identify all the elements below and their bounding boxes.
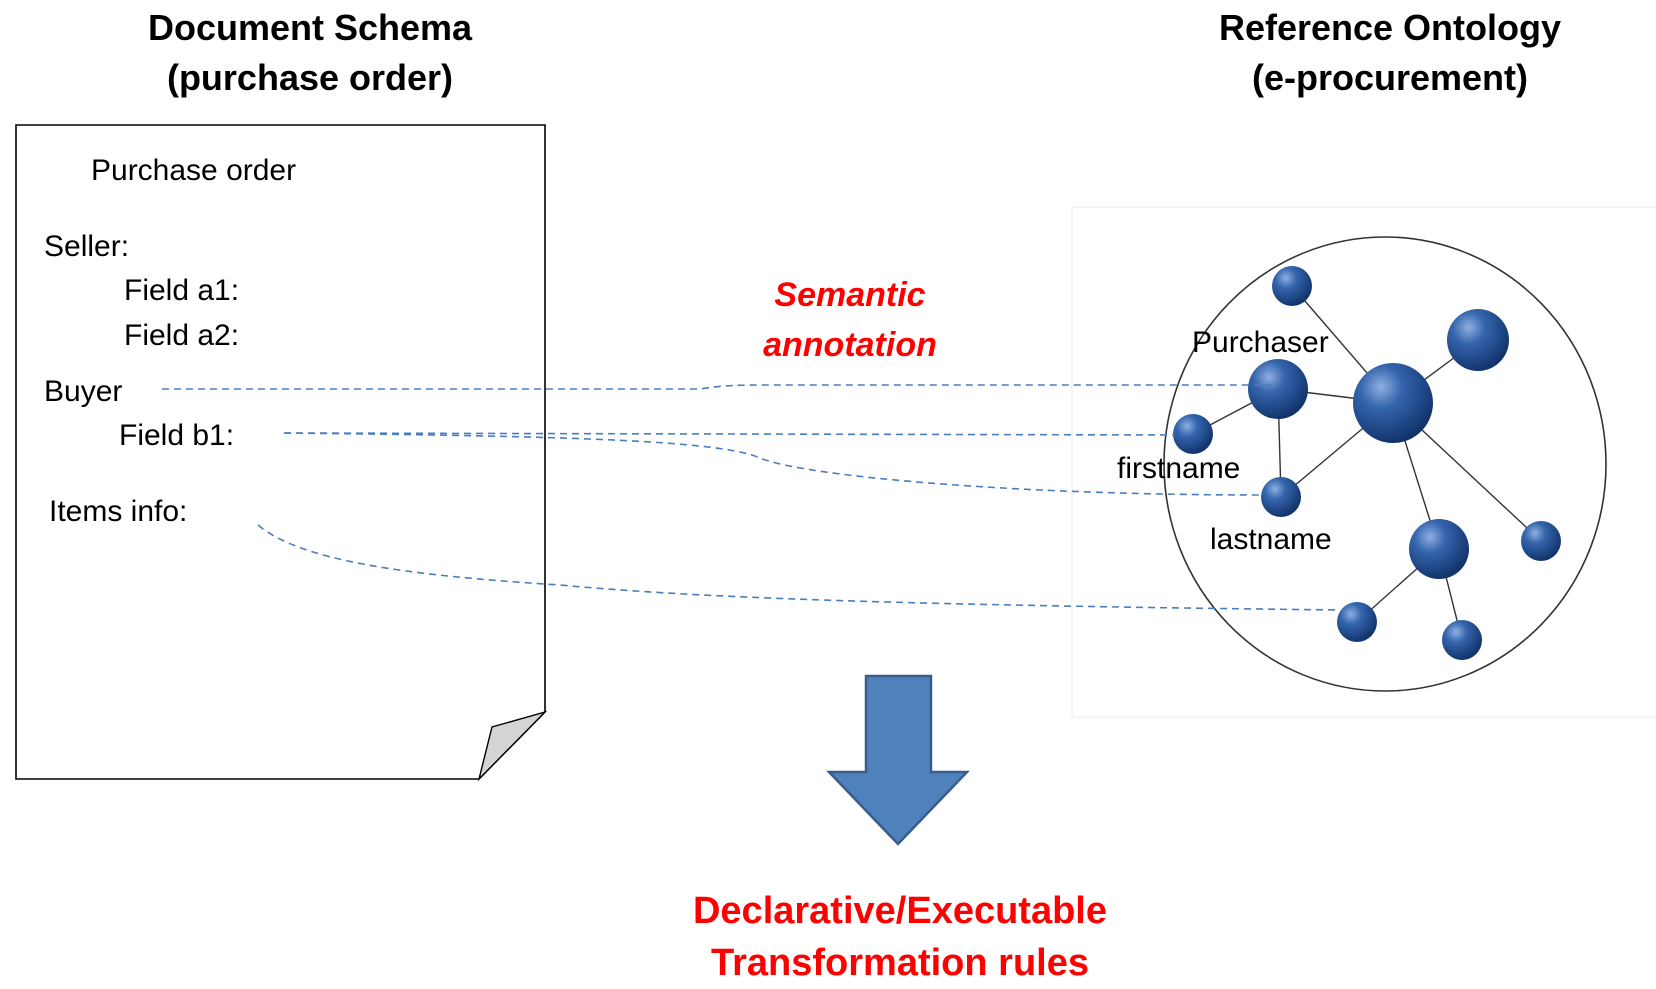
ontology-nodes xyxy=(1173,266,1561,660)
ontology-node xyxy=(1337,602,1377,642)
firstname-label: firstname xyxy=(1117,452,1241,485)
field-b1-label: Field b1: xyxy=(119,419,235,452)
document-title: Purchase order xyxy=(91,154,297,187)
field-a1-label: Field a1: xyxy=(124,274,240,307)
ontology-node-central xyxy=(1353,363,1433,443)
annotation-links xyxy=(162,384,1341,611)
ontology-node-firstname xyxy=(1173,414,1213,454)
heading-line: Document Schema xyxy=(147,7,473,48)
heading-line: (purchase order) xyxy=(166,57,454,98)
ontology-frame xyxy=(1071,206,1656,718)
ontology-node xyxy=(1447,309,1509,371)
semantic-annotation-label: Semantic annotation xyxy=(720,270,980,370)
link-items-node xyxy=(257,524,1341,611)
link-buyer-purchaser xyxy=(162,384,1278,390)
result-line: Transformation rules xyxy=(711,942,1089,984)
ontology-node xyxy=(1521,521,1561,561)
ontology-node xyxy=(1409,519,1469,579)
reference-ontology-heading: Reference Ontology (e-procurement) xyxy=(1135,3,1645,103)
document-page-fold xyxy=(477,710,548,782)
ontology-node-purchaser xyxy=(1248,359,1308,419)
annotation-line: Semantic xyxy=(774,276,926,314)
annotation-line: annotation xyxy=(763,326,937,364)
transformation-arrow xyxy=(826,674,970,846)
purchaser-label: Purchaser xyxy=(1192,326,1329,359)
lastname-label: lastname xyxy=(1210,523,1332,556)
link-fieldb1-lastname xyxy=(283,432,1263,496)
document-schema-heading: Document Schema (purchase order) xyxy=(60,3,560,103)
result-line: Declarative/Executable xyxy=(692,890,1107,932)
items-info-label: Items info: xyxy=(49,495,188,528)
heading-line: (e-procurement) xyxy=(1251,57,1529,98)
transformation-rules-label: Declarative/Executable Transformation ru… xyxy=(580,885,1220,989)
ontology-boundary-circle xyxy=(1163,236,1607,692)
field-a2-label: Field a2: xyxy=(124,319,240,352)
ontology-node xyxy=(1272,266,1312,306)
seller-label: Seller: xyxy=(44,230,130,263)
buyer-label: Buyer xyxy=(44,375,123,408)
heading-line: Reference Ontology xyxy=(1218,7,1562,48)
ontology-node xyxy=(1442,620,1482,660)
document-page xyxy=(15,124,546,780)
link-fieldb1-firstname xyxy=(283,432,1176,436)
ontology-node-lastname xyxy=(1261,477,1301,517)
